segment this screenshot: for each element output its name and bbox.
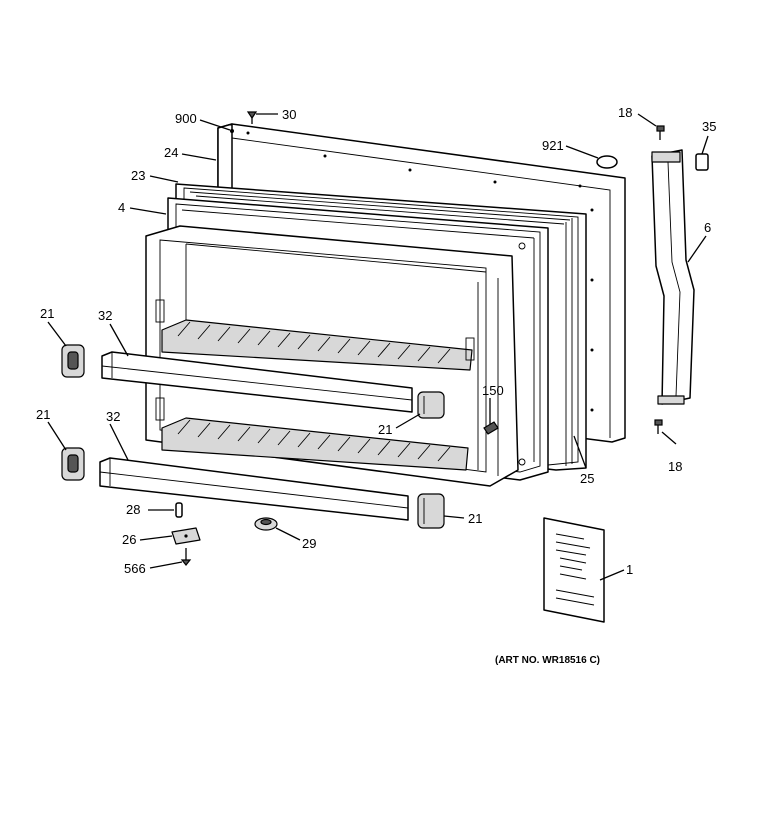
callout-1: 1 (626, 562, 633, 577)
shelf-bar-lower (99, 457, 409, 521)
callout-21-mid: 21 (378, 422, 392, 437)
callout-24: 24 (164, 145, 178, 160)
callout-25: 25 (580, 471, 594, 486)
callout-23: 23 (131, 168, 145, 183)
callout-18-top: 18 (618, 105, 632, 120)
plug-29 (254, 517, 278, 531)
callout-32-upper: 32 (98, 308, 112, 323)
part-150 (483, 421, 499, 435)
callout-35: 35 (702, 119, 716, 134)
shelf-bar-upper (101, 351, 413, 413)
callout-21-upper-left: 21 (40, 306, 54, 321)
cap-35 (695, 153, 709, 171)
art-number-caption: (ART NO. WR18516 C) (495, 655, 600, 666)
shelf-end-cap-upper-left (61, 344, 85, 378)
pin-28 (175, 502, 183, 518)
callout-921: 921 (542, 138, 564, 153)
callout-6: 6 (704, 220, 711, 235)
screw-30 (246, 111, 258, 124)
callout-30: 30 (282, 107, 296, 122)
door-handle (651, 149, 695, 405)
hinge-26 (171, 527, 201, 545)
callout-18-bottom: 18 (668, 459, 682, 474)
shelf-end-cap-mid (417, 391, 445, 419)
leader-lines (47, 113, 709, 581)
callout-26: 26 (122, 532, 136, 547)
callout-566: 566 (124, 561, 146, 576)
callout-21-lower-left: 21 (36, 407, 50, 422)
screw-566 (180, 548, 192, 566)
screw-18-bottom (654, 419, 663, 434)
callout-labels: 900 30 24 23 4 921 18 35 6 21 32 21 32 1… (36, 105, 716, 577)
callout-32-lower: 32 (106, 409, 120, 424)
callout-900: 900 (175, 111, 197, 126)
plug-921 (596, 155, 618, 169)
door-shelf-box (145, 225, 519, 487)
screw-18-top (656, 125, 665, 140)
callout-150: 150 (482, 383, 504, 398)
manual-1 (543, 517, 605, 623)
callout-21-right: 21 (468, 511, 482, 526)
callout-4: 4 (118, 200, 125, 215)
shelf-end-cap-lower-left (61, 447, 85, 481)
callout-29: 29 (302, 536, 316, 551)
shelf-end-cap-right (417, 493, 445, 529)
callout-28: 28 (126, 502, 140, 517)
